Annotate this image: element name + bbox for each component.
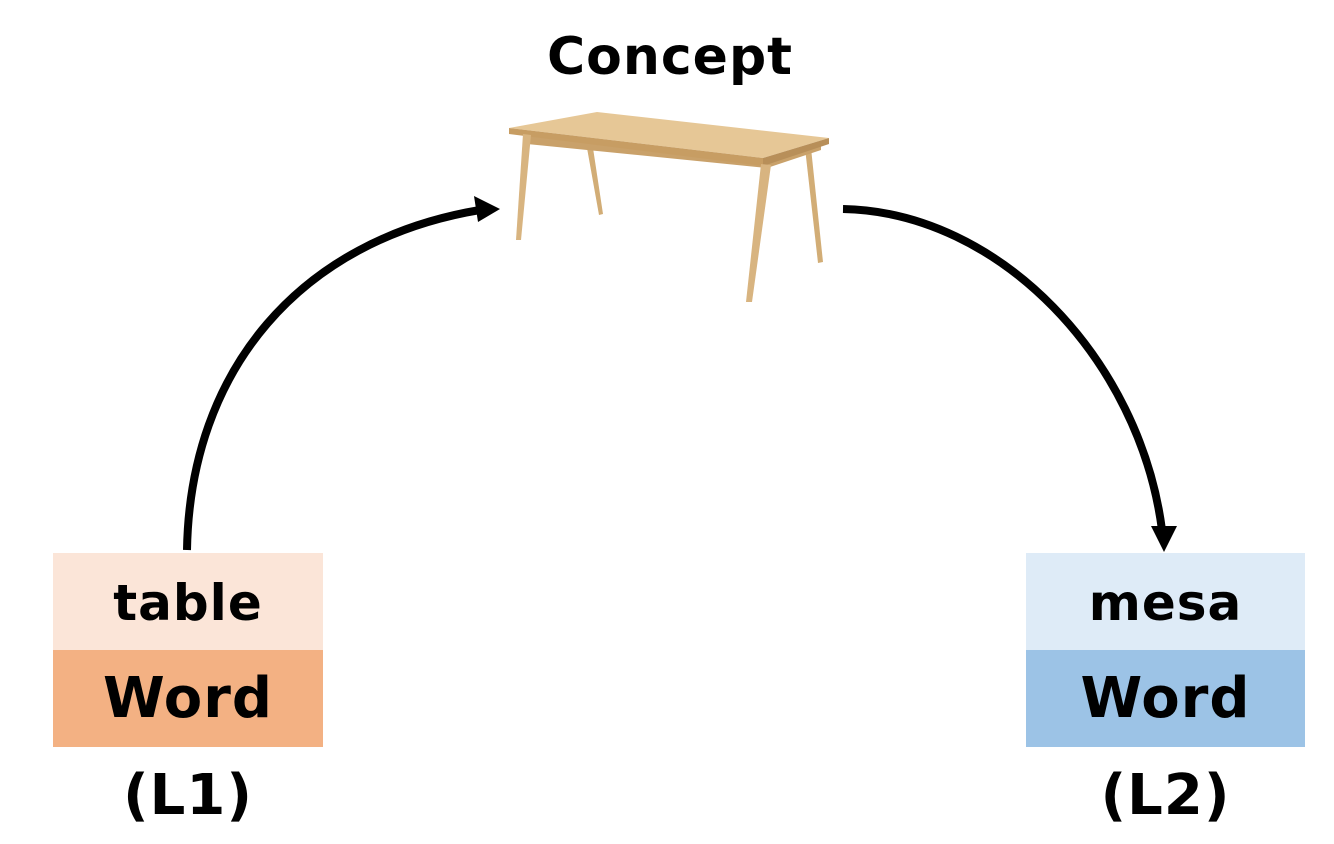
- arrowhead-word-l2: [1151, 526, 1177, 552]
- concept-title: Concept: [546, 27, 794, 87]
- word-l1: table: [53, 553, 323, 650]
- label-l2: Word (L2): [1026, 650, 1305, 828]
- table-top-edge: [509, 128, 763, 166]
- arrows-layer: [183, 196, 1177, 552]
- word-l2: mesa: [1026, 553, 1305, 650]
- table-leg-front-left: [516, 134, 531, 240]
- arrowhead-concept: [474, 196, 500, 222]
- table-leg-back-right: [805, 148, 823, 263]
- table-image: [509, 112, 829, 302]
- table-top-edge-right: [763, 138, 829, 166]
- label-l1: Word (L1): [53, 650, 323, 828]
- word-box-l1: table Word (L1): [53, 553, 323, 828]
- arrow-concept-to-word: [842, 205, 1166, 531]
- word-box-l2: mesa Word (L2): [1026, 553, 1305, 828]
- arrow-word-to-concept: [183, 206, 481, 551]
- table-leg-front-right: [746, 164, 771, 302]
- table-leg-back-left: [587, 148, 603, 215]
- table-top: [509, 112, 829, 158]
